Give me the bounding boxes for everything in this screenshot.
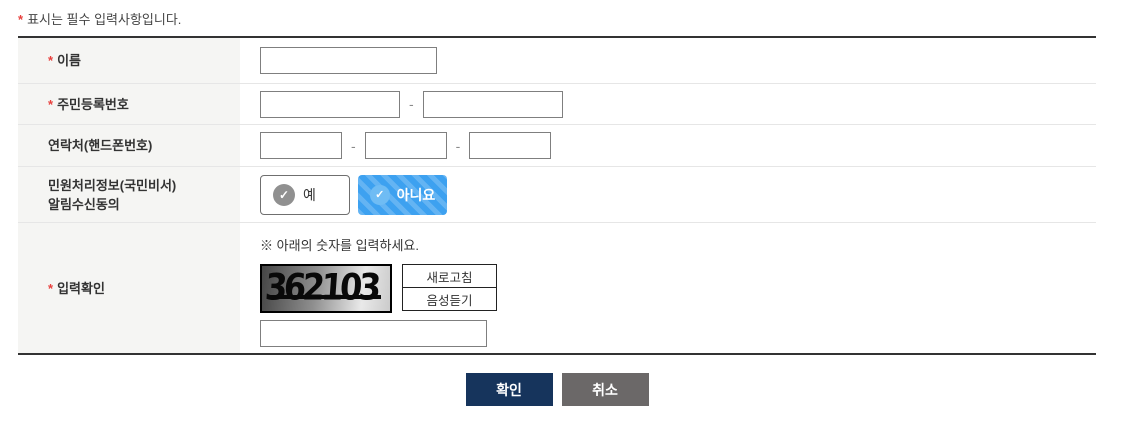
required-asterisk: *	[48, 53, 54, 68]
required-asterisk: *	[48, 280, 54, 296]
row-consent: 민원처리정보(국민비서) 알림수신동의 ✓ 예 ✓ 아니요	[18, 166, 1096, 222]
phone-label: 연락처(핸드폰번호)	[48, 138, 153, 153]
phone-value-cell: - -	[240, 125, 1096, 166]
phone-part3-input[interactable]	[469, 132, 552, 159]
phone-part1-input[interactable]	[260, 132, 342, 159]
consent-label-cell: 민원처리정보(국민비서) 알림수신동의	[18, 167, 240, 222]
captcha-image: 362103	[260, 264, 392, 313]
rrn-front-input[interactable]	[260, 90, 400, 118]
consent-no-label: 아니요	[396, 186, 436, 203]
captcha-label: 입력확인	[57, 280, 105, 296]
captcha-audio-button[interactable]: 음성듣기	[402, 287, 497, 311]
captcha-refresh-button[interactable]: 새로고침	[402, 264, 497, 288]
rrn-back-input[interactable]	[422, 90, 563, 118]
captcha-value-cell: ※ 아래의 숫자를 입력하세요. 362103 새로고침 음성듣기	[240, 223, 1096, 353]
captcha-button-group: 새로고침 음성듣기	[402, 264, 497, 313]
check-circle-blue: ✓	[369, 184, 390, 205]
row-rrn: * 주민등록번호 -	[18, 83, 1096, 124]
consent-yes-button[interactable]: ✓ 예	[260, 174, 350, 215]
rrn-label-cell: * 주민등록번호	[18, 84, 240, 124]
check-icon: ✓	[278, 187, 290, 202]
dash-separator: -	[351, 137, 356, 154]
phone-label-cell: 연락처(핸드폰번호)	[18, 125, 240, 166]
captcha-strike-line	[270, 295, 381, 299]
confirm-button[interactable]: 확인	[465, 373, 553, 406]
captcha-label-cell: * 입력확인	[18, 223, 240, 353]
required-note-text: 표시는 필수 입력사항입니다.	[27, 12, 182, 27]
check-icon: ✓	[375, 189, 385, 201]
consent-value-cell: ✓ 예 ✓ 아니요	[240, 167, 1096, 222]
check-circle-gray: ✓	[273, 183, 295, 206]
required-note: *표시는 필수 입력사항입니다.	[18, 12, 1121, 27]
captcha-answer-input[interactable]	[260, 320, 487, 347]
form-table: * 이름 * 주민등록번호 -	[18, 36, 1096, 355]
consent-label-line1: 민원처리정보(국민비서)	[48, 177, 177, 193]
dash-separator: -	[409, 96, 414, 112]
consent-yes-label: 예	[303, 186, 316, 203]
rrn-label: 주민등록번호	[57, 96, 129, 112]
cancel-button[interactable]: 취소	[561, 373, 649, 406]
captcha-code: 362103	[263, 267, 379, 309]
consent-no-button[interactable]: ✓ 아니요	[358, 174, 447, 215]
captcha-instruction: ※ 아래의 숫자를 입력하세요.	[260, 238, 420, 253]
row-name: * 이름	[18, 38, 1096, 83]
row-phone: 연락처(핸드폰번호) - -	[18, 124, 1096, 166]
name-label: 이름	[57, 53, 81, 68]
phone-part2-input[interactable]	[364, 132, 447, 159]
dash-separator: -	[455, 137, 461, 154]
required-asterisk: *	[48, 96, 54, 112]
required-asterisk: *	[18, 12, 24, 27]
consent-label-line2: 알림수신동의	[48, 196, 120, 212]
rrn-value-cell: -	[240, 84, 1096, 124]
name-label-cell: * 이름	[18, 38, 240, 83]
row-captcha: * 입력확인 ※ 아래의 숫자를 입력하세요. 362103 새로고침 음성듣기	[18, 222, 1096, 353]
name-value-cell	[240, 38, 1096, 83]
action-button-row: 확인 취소	[18, 373, 1096, 406]
name-input[interactable]	[260, 47, 437, 74]
